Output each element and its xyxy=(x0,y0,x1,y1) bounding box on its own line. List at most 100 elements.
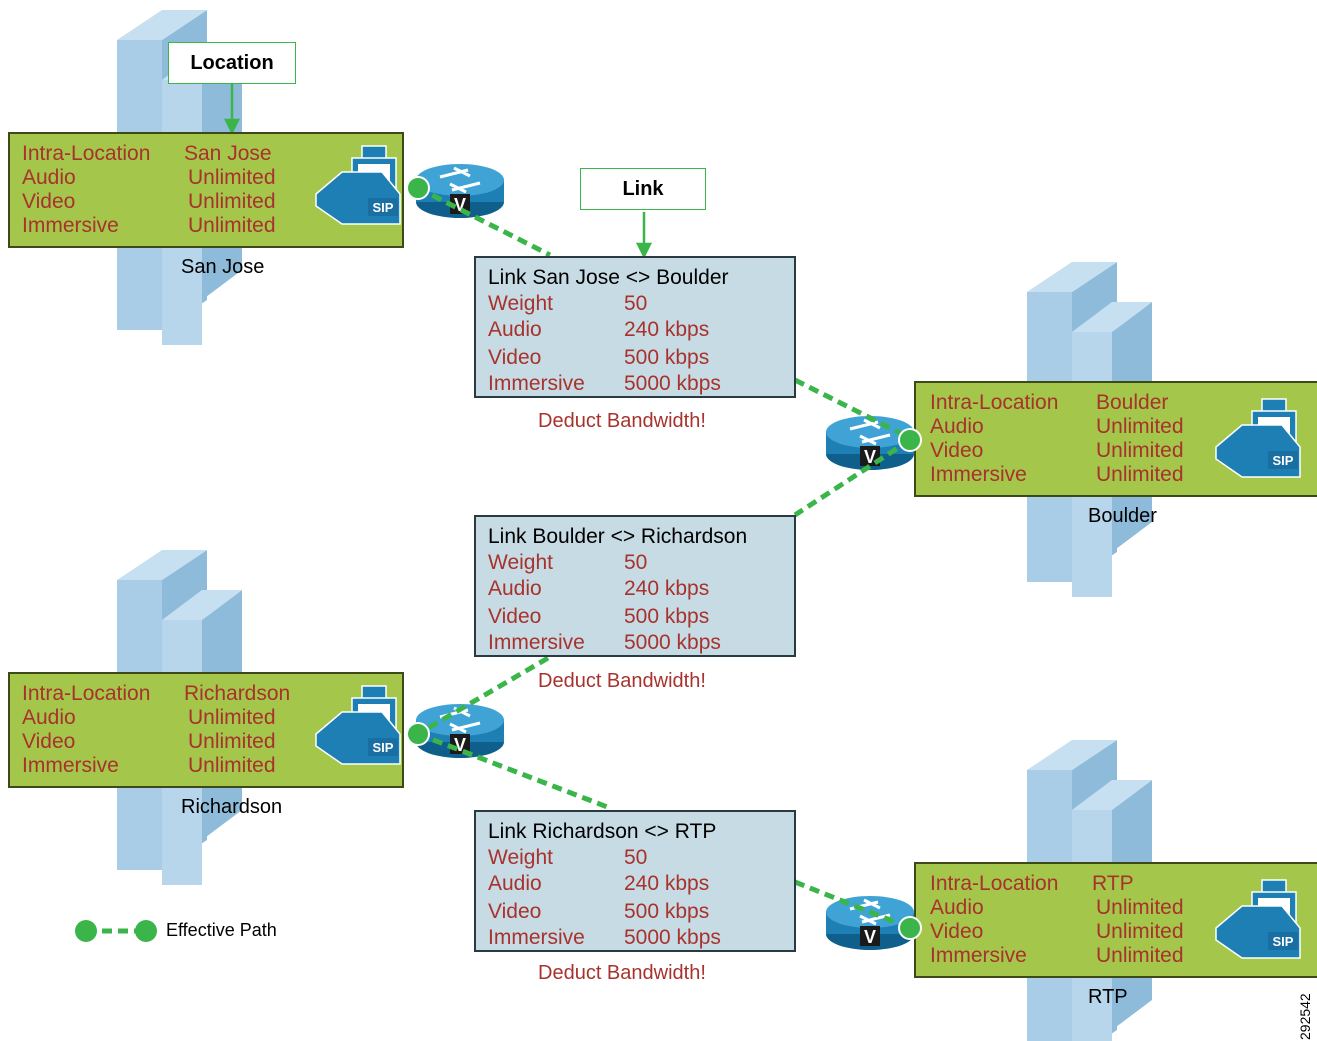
path-segment xyxy=(417,731,611,811)
location-box-boulder: Intra-Location Boulder Audio Unlimited V… xyxy=(914,381,1317,497)
link-row-label: Audio xyxy=(488,872,542,895)
location-row-value: Unlimited xyxy=(1096,920,1184,943)
figure-id: 292542 xyxy=(1297,993,1313,1040)
location-row-value: Unlimited xyxy=(188,730,276,753)
location-row-label: Audio xyxy=(930,415,984,438)
location-row-label: Immersive xyxy=(22,214,119,237)
location-row-value: Unlimited xyxy=(1096,439,1184,462)
path-endpoint xyxy=(898,428,922,452)
link-box-boulder-richardson: Link Boulder <> Richardson Weight 50 Aud… xyxy=(474,515,796,657)
link-row-label: Audio xyxy=(488,318,542,341)
link-row-value: 50 xyxy=(624,292,648,315)
legend-label: Effective Path xyxy=(166,920,277,940)
location-row-label: Video xyxy=(22,730,76,753)
location-row-value: Richardson xyxy=(184,682,291,705)
link-row-value: 240 kbps xyxy=(624,318,710,341)
location-row-value: Unlimited xyxy=(1096,896,1184,919)
link-box-richardson-rtp: Link Richardson <> RTP Weight 50 Audio 2… xyxy=(474,810,796,952)
link-row-value: 240 kbps xyxy=(624,577,710,600)
location-row-value: Unlimited xyxy=(188,214,276,237)
link-row-value: 500 kbps xyxy=(624,605,710,628)
svg-text:SIP: SIP xyxy=(373,740,394,755)
link-row-value: 5000 kbps xyxy=(624,372,721,395)
sip-phone-icon: SIP xyxy=(1215,398,1301,478)
location-row-value: Boulder xyxy=(1096,391,1169,414)
deduct-note: Deduct Bandwidth! xyxy=(538,410,706,432)
location-row-label: Video xyxy=(930,439,984,462)
sip-phone-icon: SIP xyxy=(315,145,401,225)
location-row-label: Audio xyxy=(22,166,76,189)
link-box-sanjose-boulder: Link San Jose <> Boulder Weight 50 Audio… xyxy=(474,256,796,398)
link-row-label: Video xyxy=(488,605,542,628)
svg-text:SIP: SIP xyxy=(1273,453,1294,468)
location-box-sanjose: Intra-Location San Jose Audio Unlimited … xyxy=(8,132,404,248)
location-row-value: Unlimited xyxy=(1096,944,1184,967)
link-callout: Link xyxy=(580,168,706,210)
path-endpoint xyxy=(406,722,430,746)
link-row-value: 5000 kbps xyxy=(624,926,721,949)
path-segment xyxy=(794,879,911,931)
path-endpoint xyxy=(406,176,430,200)
deduct-note: Deduct Bandwidth! xyxy=(538,670,706,692)
effective-path xyxy=(416,185,912,931)
callout-arrows xyxy=(223,84,653,259)
path-segment xyxy=(416,655,550,737)
link-row-value: 50 xyxy=(624,551,648,574)
location-row-label: Intra-Location xyxy=(22,142,151,165)
link-row-value: 50 xyxy=(624,846,648,869)
location-row-label: Immersive xyxy=(930,944,1027,967)
location-row-label: Video xyxy=(22,190,76,213)
sip-phone-icon: SIP xyxy=(315,685,401,765)
location-name-sanjose: San Jose xyxy=(181,256,265,278)
path-segment xyxy=(793,377,912,441)
link-row-label: Weight xyxy=(488,846,553,869)
location-row-label: Intra-Location xyxy=(930,872,1059,895)
deduct-note: Deduct Bandwidth! xyxy=(538,962,706,984)
location-row-value: Unlimited xyxy=(188,754,276,777)
link-row-label: Immersive xyxy=(488,372,585,395)
location-row-value: Unlimited xyxy=(188,706,276,729)
svg-text:SIP: SIP xyxy=(373,200,394,215)
location-box-rtp: Intra-Location RTP Audio Unlimited Video… xyxy=(914,862,1317,978)
legend-symbol xyxy=(75,920,157,942)
path-segment xyxy=(416,185,552,258)
link-row-value: 500 kbps xyxy=(624,900,710,923)
location-row-value: Unlimited xyxy=(188,166,276,189)
location-row-label: Video xyxy=(930,920,984,943)
location-name-richardson: Richardson xyxy=(181,796,283,818)
location-row-value: Unlimited xyxy=(188,190,276,213)
location-row-label: Immersive xyxy=(22,754,119,777)
link-row-label: Weight xyxy=(488,551,553,574)
link-row-label: Immersive xyxy=(488,926,585,949)
svg-text:SIP: SIP xyxy=(1273,934,1294,949)
path-segment xyxy=(793,437,912,518)
link-title: Link Richardson <> RTP xyxy=(488,820,717,843)
link-row-value: 5000 kbps xyxy=(624,631,721,654)
link-row-label: Audio xyxy=(488,577,542,600)
path-endpoint xyxy=(898,916,922,940)
link-title: Link Boulder <> Richardson xyxy=(488,525,748,548)
link-row-label: Immersive xyxy=(488,631,585,654)
link-title: Link San Jose <> Boulder xyxy=(488,266,729,289)
location-box-richardson: Intra-Location Richardson Audio Unlimite… xyxy=(8,672,404,788)
link-row-label: Video xyxy=(488,900,542,923)
location-row-label: Audio xyxy=(930,896,984,919)
location-row-value: Unlimited xyxy=(1096,415,1184,438)
sip-phone-icon: SIP xyxy=(1215,879,1301,959)
link-row-label: Video xyxy=(488,346,542,369)
location-row-value: RTP xyxy=(1092,872,1134,895)
link-row-label: Weight xyxy=(488,292,553,315)
link-row-value: 240 kbps xyxy=(624,872,710,895)
location-row-label: Intra-Location xyxy=(930,391,1059,414)
location-row-label: Audio xyxy=(22,706,76,729)
location-row-value: Unlimited xyxy=(1096,463,1184,486)
location-name-boulder: Boulder xyxy=(1088,505,1157,527)
location-row-label: Intra-Location xyxy=(22,682,151,705)
link-row-value: 500 kbps xyxy=(624,346,710,369)
location-name-rtp: RTP xyxy=(1088,986,1128,1008)
location-row-value: San Jose xyxy=(184,142,272,165)
location-row-label: Immersive xyxy=(930,463,1027,486)
location-callout: Location xyxy=(168,42,296,84)
